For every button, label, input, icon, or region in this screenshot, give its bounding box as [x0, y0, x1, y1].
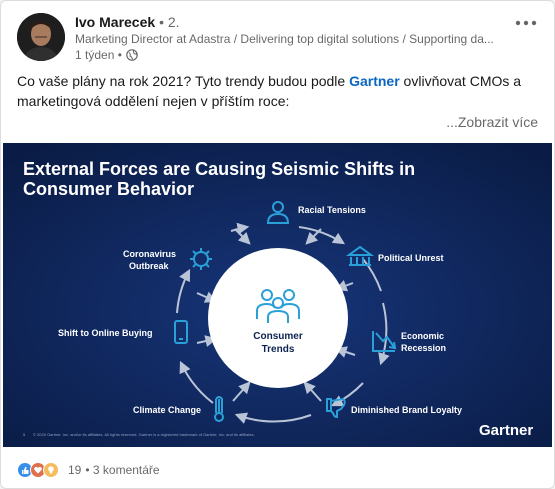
label-outbreak: Outbreak — [129, 261, 170, 271]
post-meta: 1 týden • — [75, 47, 515, 63]
comments-count[interactable]: • 3 komentáře — [85, 463, 160, 477]
label-racial-tensions: Racial Tensions — [298, 205, 366, 215]
more-horizontal-icon — [515, 20, 537, 26]
label-climate-change: Climate Change — [133, 405, 201, 415]
label-diminished-brand-loyalty: Diminished Brand Loyalty — [351, 405, 462, 415]
center-label-line2: Trends — [262, 344, 295, 355]
infographic-title-line2: Consumer Behavior — [23, 179, 194, 199]
label-political-unrest: Political Unrest — [378, 253, 444, 263]
capitol-icon — [345, 245, 375, 266]
post-image[interactable]: External Forces are Causing Seismic Shif… — [3, 143, 552, 447]
smartphone-icon — [174, 320, 188, 344]
consumer-people-icon — [256, 289, 300, 323]
post-time: 1 týden • — [75, 48, 122, 62]
see-more-button[interactable]: ...Zobrazit více — [446, 114, 538, 130]
like-icon — [17, 462, 33, 478]
reaction-count[interactable]: 19 — [68, 463, 82, 477]
gartner-logo: Gartner — [479, 422, 533, 439]
globe-icon — [126, 49, 138, 61]
infographic: External Forces are Causing Seismic Shif… — [3, 143, 552, 447]
gartner-link[interactable]: Gartner — [349, 73, 400, 89]
slide-page-number: 5 — [23, 432, 26, 437]
center-circle — [208, 248, 348, 388]
author-info: Ivo Marecek • 2. Marketing Director at A… — [75, 13, 515, 63]
center-label-line1: Consumer — [253, 331, 303, 342]
author-name-row: Ivo Marecek • 2. — [75, 13, 515, 31]
connection-degree: • 2. — [159, 14, 180, 30]
post-text-start: Co vaše plány na rok 2021? Tyto trendy b… — [17, 73, 350, 89]
post-text: Co vaše plány na rok 2021? Tyto trendy b… — [17, 71, 537, 111]
copyright-footer: © 2020 Gartner, Inc. and/or its affiliat… — [33, 432, 255, 437]
reaction-icons[interactable] — [17, 462, 59, 478]
more-options-button[interactable] — [512, 13, 540, 33]
label-recession: Recession — [401, 343, 446, 353]
avatar[interactable] — [17, 13, 65, 61]
post-header: Ivo Marecek • 2. Marketing Director at A… — [17, 13, 540, 65]
label-shift-online: Shift to Online Buying — [58, 328, 153, 338]
chart-down-icon — [372, 331, 397, 352]
infographic-title-line1: External Forces are Causing Seismic Shif… — [23, 159, 415, 179]
social-counts: 19 • 3 komentáře — [17, 461, 160, 479]
thumbs-down-icon — [326, 397, 346, 419]
author-headline: Marketing Director at Adastra / Deliveri… — [75, 32, 494, 46]
virus-icon — [190, 248, 212, 270]
label-coronavirus: Coronavirus — [123, 249, 176, 259]
label-economic: Economic — [401, 331, 444, 341]
avatar-portrait — [17, 13, 65, 61]
thermometer-icon — [214, 396, 224, 422]
author-name[interactable]: Ivo Marecek — [75, 14, 156, 30]
insightful-icon — [43, 462, 59, 478]
person-icon — [266, 201, 290, 224]
post-text-end: ovlivňovat CMOs a marketingová oddělení … — [17, 73, 522, 109]
ring-arrows — [176, 222, 390, 424]
